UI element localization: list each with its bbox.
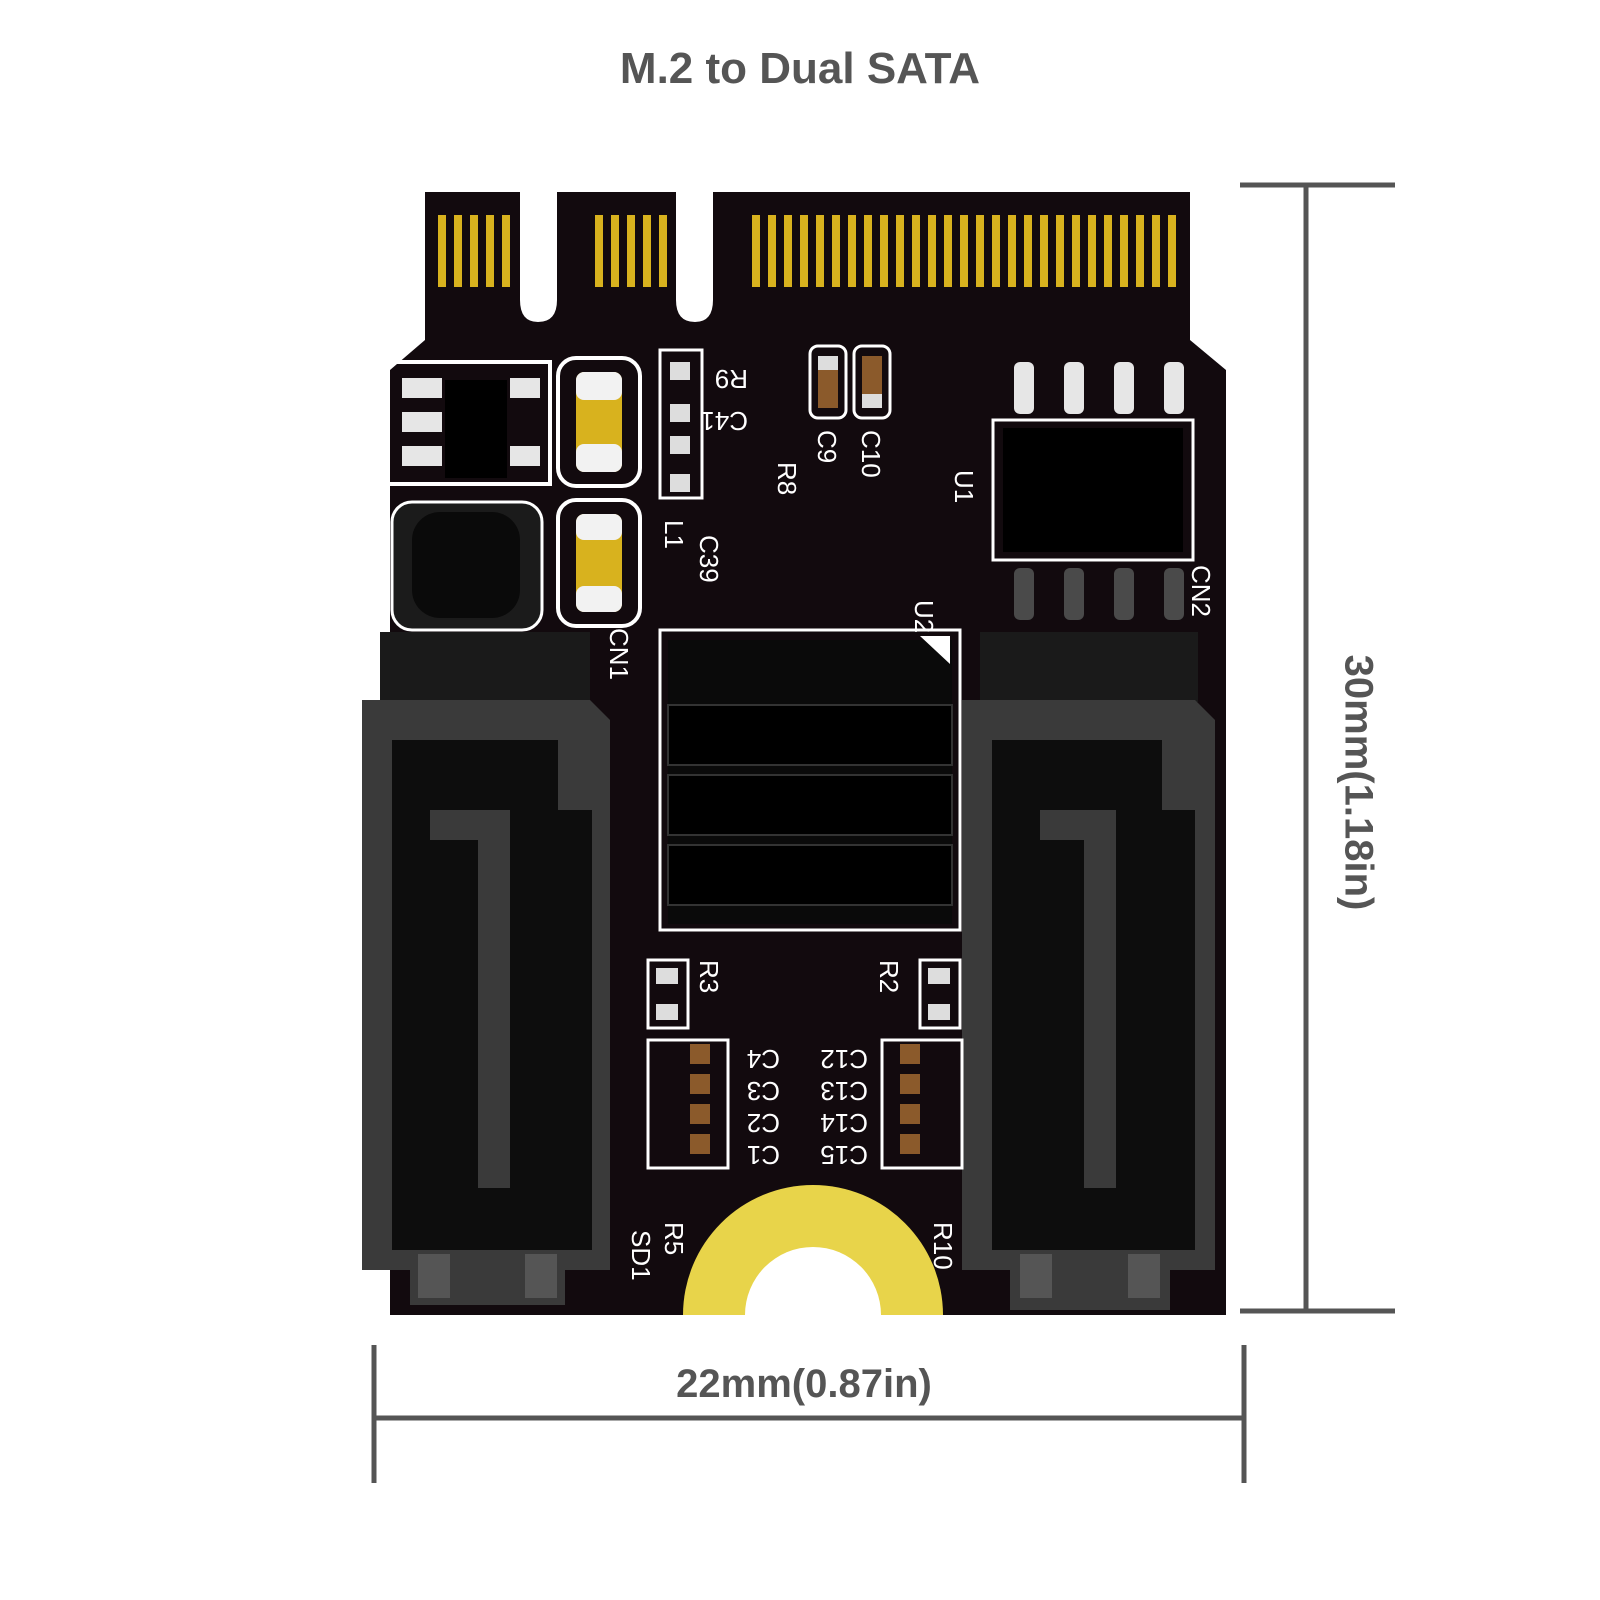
label-r8: R8 (772, 462, 802, 495)
label-cn2: CN2 (1186, 565, 1216, 617)
sata-connector-right (962, 632, 1215, 1310)
resistor-pads-r8-r9 (658, 348, 704, 500)
label-c12: C12 (820, 1044, 868, 1074)
lower-right-pads (880, 958, 964, 1170)
label-cn1: CN1 (604, 628, 634, 680)
label-c3: C3 (747, 1076, 780, 1106)
dimension-lines (371, 182, 1395, 1483)
lower-left-pads (646, 958, 730, 1170)
label-r5: R5 (659, 1222, 689, 1255)
label-c9: C9 (812, 430, 842, 463)
label-r2: R2 (874, 960, 904, 993)
regulator-chip (383, 360, 552, 486)
label-c1: C1 (747, 1140, 780, 1170)
label-c10: C10 (856, 430, 886, 478)
flash-chip-u1 (991, 362, 1195, 620)
width-dimension-label: 22mm(0.87in) (676, 1362, 932, 1406)
label-c2: C2 (747, 1108, 780, 1138)
capacitor-c41 (556, 356, 642, 488)
label-l1: L1 (659, 520, 689, 549)
capacitor-pads-c9-c10 (808, 344, 892, 420)
gold-fingers (438, 215, 1176, 287)
label-u2: U2 (909, 600, 939, 633)
label-r3: R3 (694, 960, 724, 993)
silkscreen-labels: R9 C41 R8 C10 C9 U1 L1 C39 U2 CN1 CN2 R3… (604, 364, 1216, 1281)
label-u1: U1 (949, 470, 979, 503)
label-c39: C39 (694, 535, 724, 583)
mounting-pad (683, 1185, 943, 1315)
inductor (390, 500, 544, 632)
label-r9: R9 (715, 364, 748, 394)
label-c13: C13 (820, 1076, 868, 1106)
page-title: M.2 to Dual SATA (619, 44, 981, 93)
label-r10: R10 (928, 1222, 958, 1270)
sata-connector-left (362, 632, 610, 1305)
label-sd1: SD1 (626, 1230, 656, 1281)
label-c14: C14 (820, 1108, 868, 1138)
capacitor-c39 (556, 498, 642, 628)
controller-heatsink-u2 (658, 628, 962, 932)
label-c41: C41 (700, 406, 748, 436)
label-c4: C4 (747, 1044, 780, 1074)
label-c15: C15 (820, 1140, 868, 1170)
height-dimension-label: 30mm(1.18in) (1336, 654, 1381, 911)
